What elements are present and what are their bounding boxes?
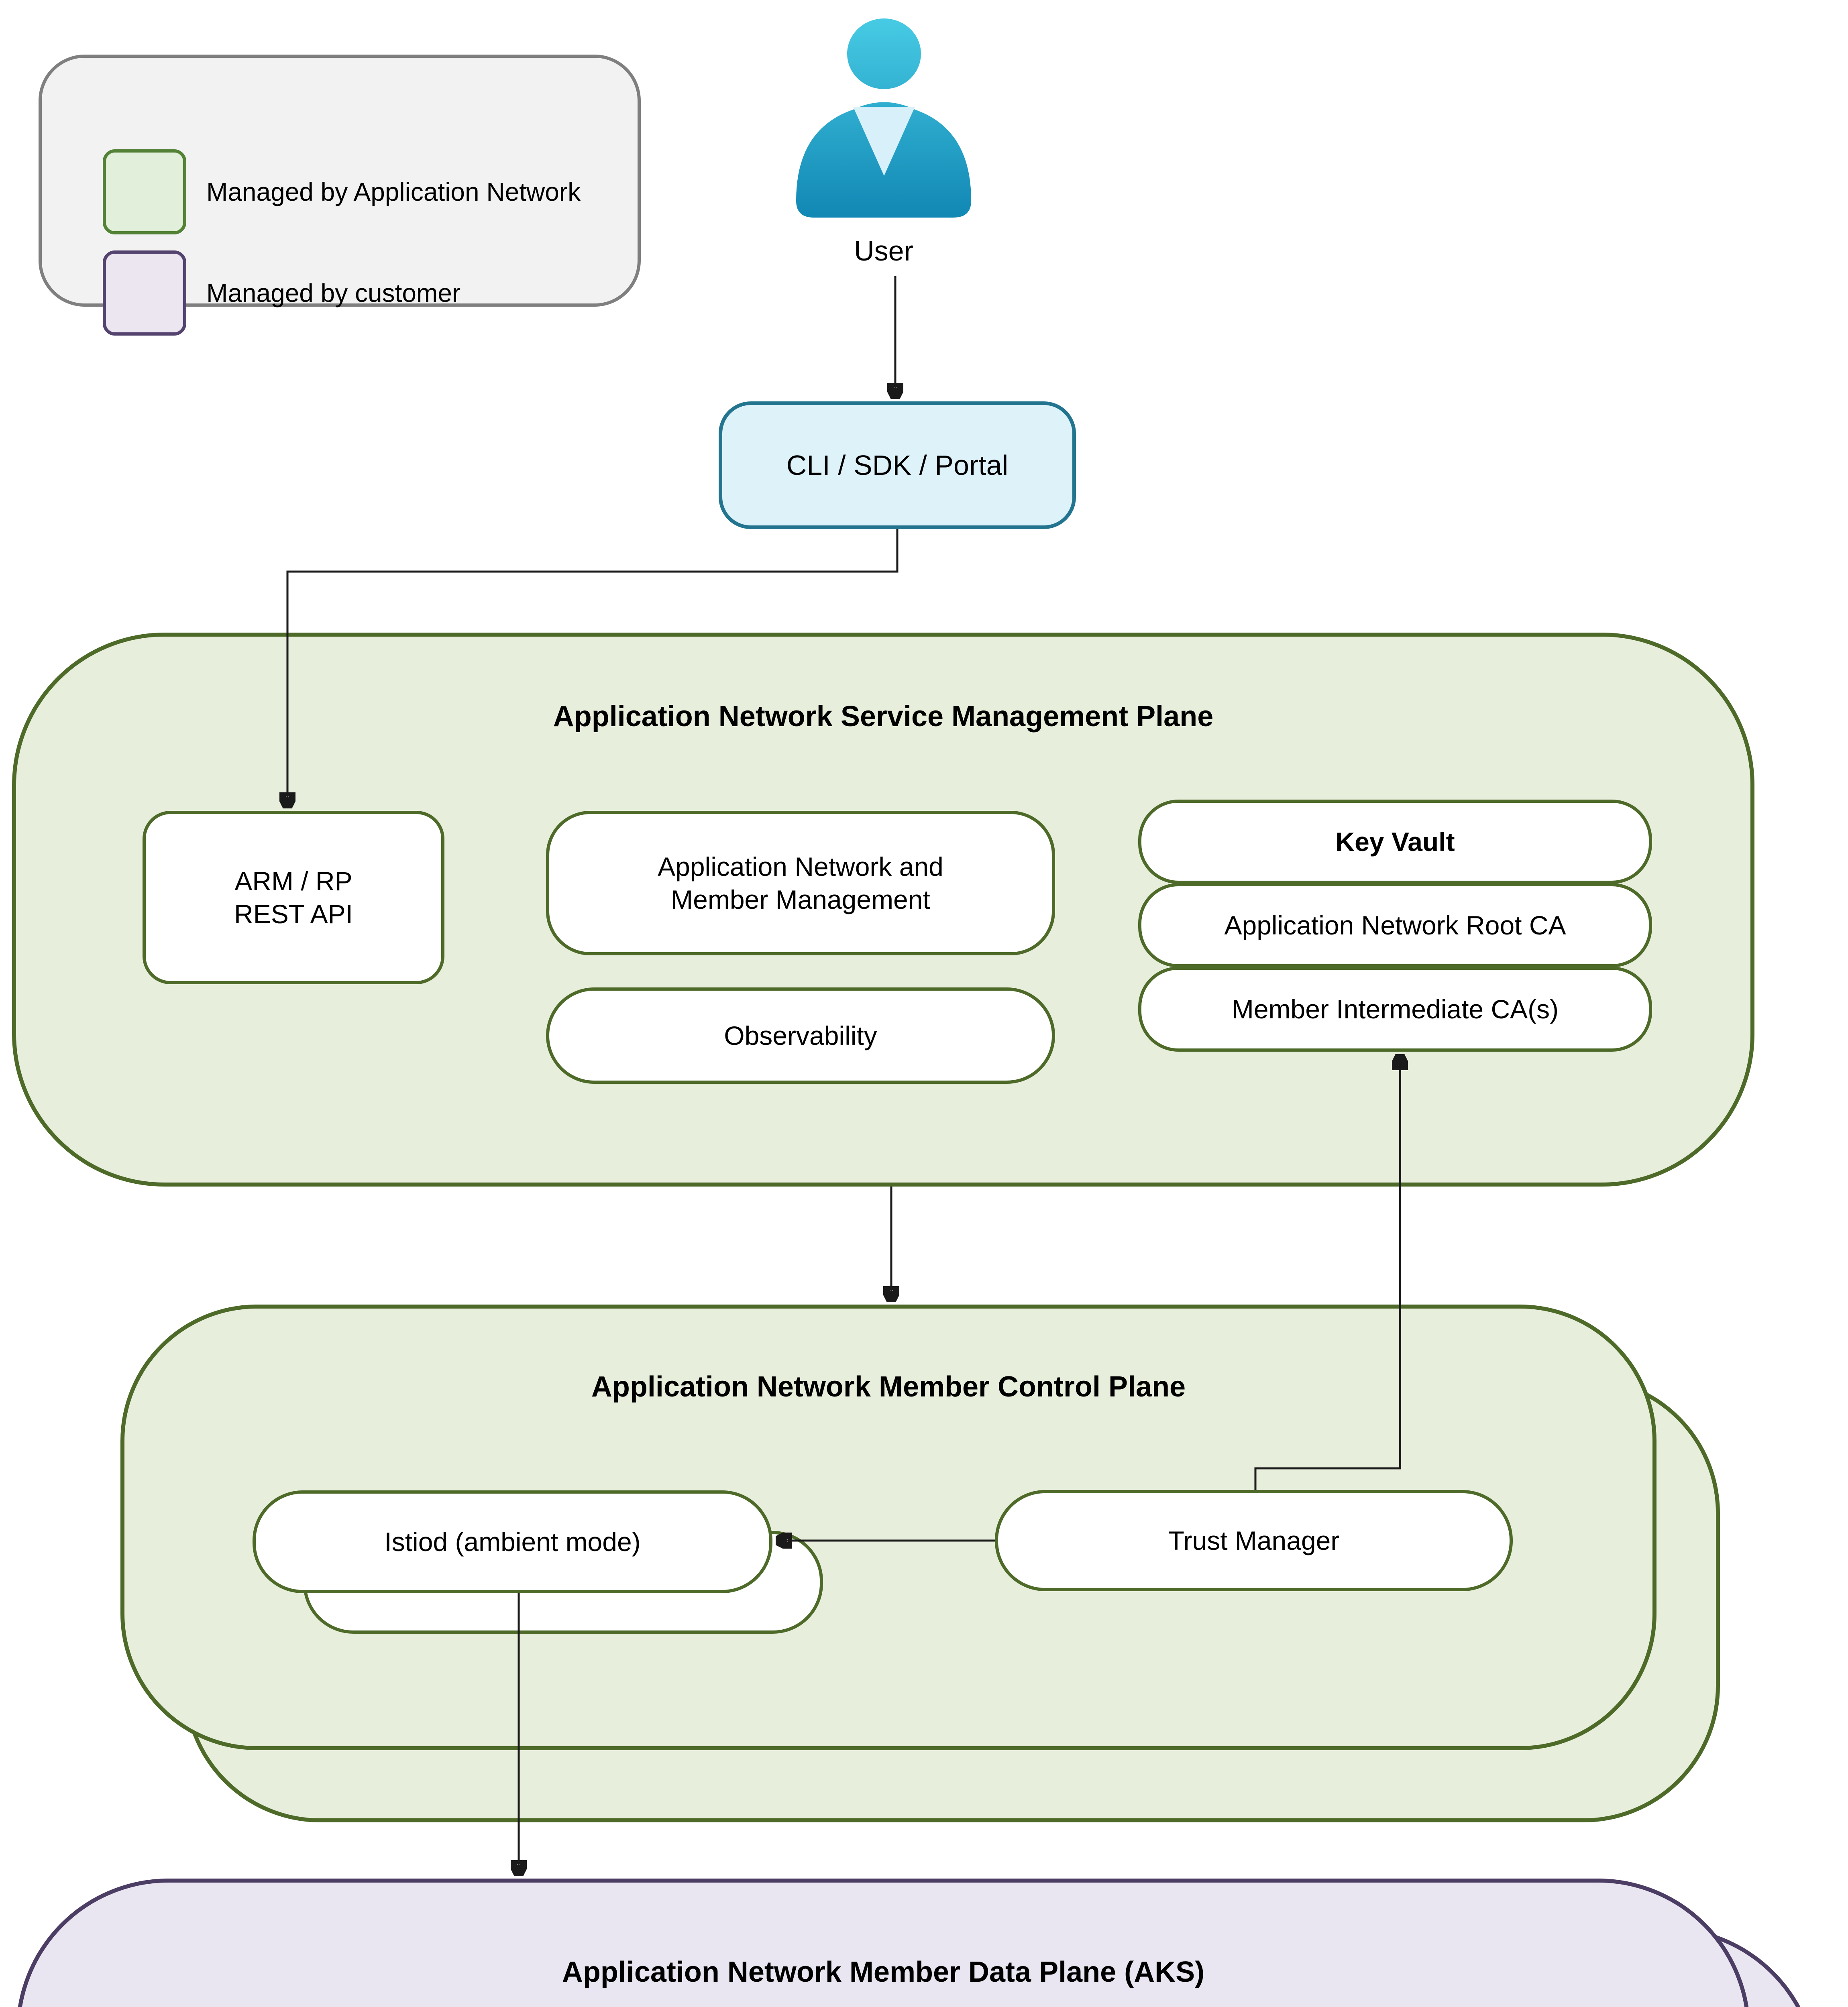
legend: Managed by Application Network Managed b… xyxy=(39,55,641,336)
user-icon xyxy=(796,18,971,218)
user-label: User xyxy=(854,235,913,267)
arm-rp-line: ARM / RP xyxy=(234,866,352,896)
istiod-box: Istiod (ambient mode) xyxy=(253,1490,772,1593)
rest-api-line: REST API xyxy=(234,899,353,929)
legend-label-app-network: Managed by Application Network xyxy=(206,177,581,206)
member-management-line-1: Application Network and xyxy=(658,851,943,881)
control-plane-title: Application Network Member Control Plane xyxy=(591,1371,1186,1403)
intermediate-ca-box: Member Intermediate CA(s) xyxy=(1138,967,1652,1052)
member-management-line-2: Member Management xyxy=(671,885,930,914)
data-plane xyxy=(16,1879,1750,2007)
arm-rp-rest-api-box: ARM / RP REST API xyxy=(143,811,444,984)
managed-by-app-network-swatch xyxy=(103,149,186,234)
root-ca-box: Application Network Root CA xyxy=(1138,883,1652,967)
observability-box: Observability xyxy=(546,987,1055,1084)
cli-sdk-portal-box: CLI / SDK / Portal xyxy=(719,401,1076,529)
trust-manager-box: Trust Manager xyxy=(995,1490,1513,1591)
service-management-plane-title: Application Network Service Management P… xyxy=(553,700,1214,733)
data-plane-title: Application Network Member Data Plane (A… xyxy=(562,1956,1205,1988)
member-management-box: Application Network and Member Managemen… xyxy=(546,811,1055,955)
key-vault-box: Key Vault xyxy=(1138,800,1652,884)
managed-by-customer-swatch xyxy=(103,250,186,336)
legend-label-customer: Managed by customer xyxy=(206,279,461,307)
